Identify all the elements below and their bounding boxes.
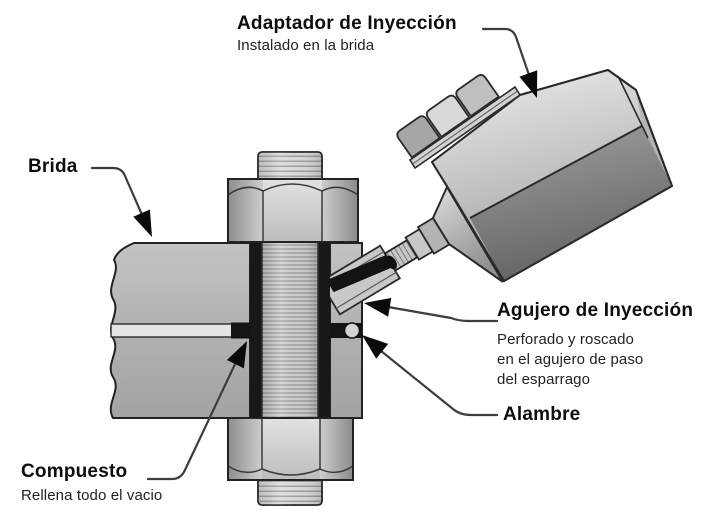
flange-left-block [109, 242, 251, 419]
label-agujero-title: Agujero de Inyección [497, 300, 694, 321]
agujero-leader-line [386, 305, 499, 323]
brida-arrowhead-icon [133, 209, 152, 237]
stud-bottom-end [257, 477, 323, 506]
compound-in-hole [326, 251, 401, 293]
compound-left-of-stud [250, 243, 262, 418]
adaptador-leader-line [481, 27, 531, 77]
label-adaptador-title: Adaptador de Inyección [237, 13, 457, 34]
label-agujero-description: Perforado y roscado en el agujero de pas… [497, 331, 644, 388]
leader-lines [90, 27, 531, 481]
alambre-leader-line [379, 349, 499, 417]
adaptador-arrowhead-icon [519, 70, 538, 98]
injection-hole [318, 244, 402, 316]
flange-joint-gap [110, 322, 250, 339]
compuesto-arrowhead-icon [226, 341, 247, 369]
agujero-arrowhead-icon [364, 297, 392, 317]
nut-bottom [227, 417, 354, 481]
injection-adapter [383, 69, 673, 283]
compound-in-joint [231, 322, 250, 339]
brida-leader-line [90, 166, 145, 219]
label-brida: Brida [28, 156, 78, 177]
adapter-hex-body [431, 69, 673, 282]
label-compuesto-subtitle: Rellena todo el vacio [21, 487, 163, 504]
adapter-hex-cap [396, 74, 500, 159]
nut-top [227, 178, 359, 243]
alambre-arrowhead-icon [362, 335, 389, 359]
arrowheads [133, 70, 538, 369]
label-adaptador-subtitle: Instalado en la brida [237, 37, 375, 54]
adapter-neck [431, 184, 504, 283]
stud-top-end [257, 151, 323, 183]
compound-right-of-stud [318, 243, 330, 418]
stud-through-section [250, 243, 330, 418]
wire-cross-section [343, 322, 361, 339]
label-compuesto-title: Compuesto [21, 461, 128, 482]
compuesto-leader-line [146, 360, 238, 481]
right-joint-and-wire [330, 322, 362, 339]
label-alambre: Alambre [503, 404, 581, 425]
